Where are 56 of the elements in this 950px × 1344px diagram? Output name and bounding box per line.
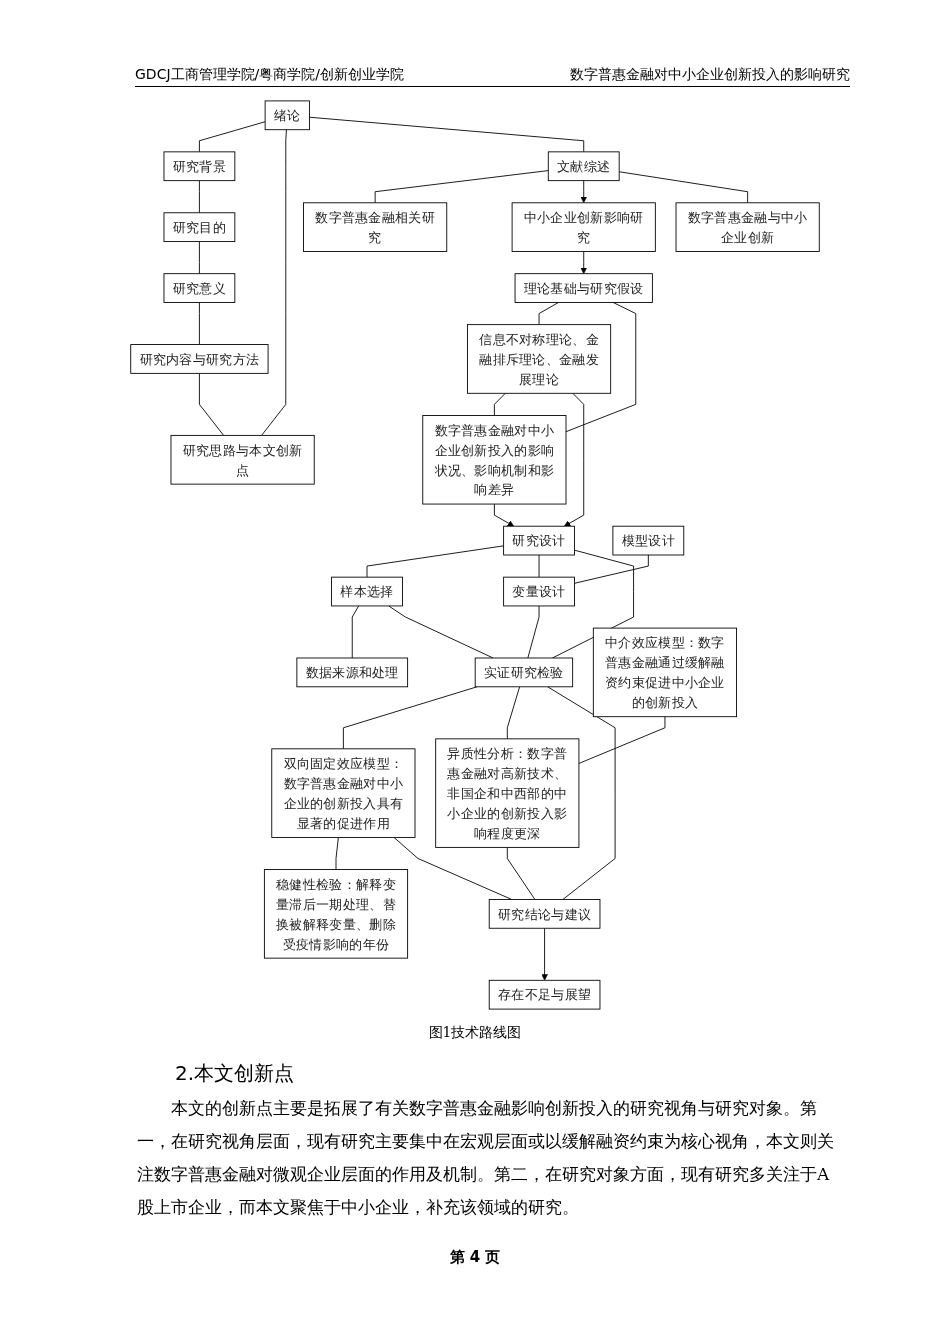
connector [366,545,505,578]
connector [618,171,749,204]
node-box: 数字普惠金融相关研究 [303,202,448,252]
connector [538,554,540,578]
node-box: 样本选择 [331,576,403,607]
node-box: 稳健性检验：解释变量滞后一期处理、替换被解释变量、删除受疫情影响的年份 [263,869,409,959]
node-box: 研究意义 [163,273,236,303]
node-box: 数据来源和处理 [296,657,409,688]
node-box: 研究目的 [163,212,236,242]
node-box: 绪论 [264,100,310,131]
connector [374,170,549,204]
connector [198,121,266,153]
header-text: GDCJ工商管理学院/粤商学院/创新创业学院 [135,66,404,84]
figure-caption: 图1技术路线图 [427,1024,523,1042]
connector [506,846,536,900]
connector [198,241,200,275]
node-box: 异质性分析：数字普惠金融对高新技术、非国企和中西部的中小企业的创新投入影响程度更深 [435,738,580,848]
node-box: 理论基础与研究假设 [514,273,653,303]
node-box: 中小企业创新影响研究 [511,202,656,252]
connector [506,686,521,740]
node-box: 研究思路与本文创新点 [170,434,315,485]
connector [308,116,585,153]
node-box: 模型设计 [612,525,685,556]
connector [198,302,200,345]
connector [493,392,506,416]
connector [551,549,634,659]
connector [198,372,225,436]
node-box: 研究内容与研究方法 [130,344,269,374]
section-heading: 2.本文创新点 [175,1060,295,1087]
connector [351,605,360,659]
header-text: 数字普惠金融对中小企业创新投入的影响研究 [570,66,850,84]
page-number: 第 4 页 [448,1248,502,1267]
node-box: 中介效应模型：数字普惠金融通过缓解融资约束促进中小企业的创新投入 [592,627,737,718]
connector [388,605,494,659]
node-box: 存在不足与展望 [488,979,601,1010]
node-box: 双向固定效应模型：数字普惠金融对中小企业的创新投入具有显著的促进作用 [271,748,416,838]
node-box: 研究背景 [163,151,236,182]
node-box: 数字普惠金融与中小企业创新 [675,202,820,252]
connector [538,302,559,326]
node-box: 数字普惠金融对中小企业创新投入的影响状况、影响机制和影响差异 [422,415,567,505]
connector [335,836,339,870]
connector [547,686,616,900]
body-paragraph: 本文的创新点主要是拓展了有关数字普惠金融影响创新投入的研究视角与研究对象。第一，在研究视角层面，现有研究主要集中在宏观层面或以缓解融资约束为核心视角，本文则关注数字普惠金融对微观企业层面的作用及机制。第二，在研究对象方面，现有研究多关注于A股上市企业，而本文聚焦于中小企业，补充该领域的研究。 [137,1097,835,1219]
connector [578,716,666,764]
node-box: 实证研究检验 [474,657,574,688]
node-box: 文献综述 [547,151,620,182]
node-box: 变量设计 [503,576,575,607]
connector [342,686,478,750]
connector [527,605,540,659]
connector [565,302,637,433]
node-box: 研究结论与建议 [488,899,601,929]
connector [574,554,649,584]
node-box: 信息不对称理论、金融排斥理论、金融发展理论 [467,324,612,394]
node-box: 研究设计 [503,525,575,556]
connector [198,180,200,214]
connector [261,129,287,436]
